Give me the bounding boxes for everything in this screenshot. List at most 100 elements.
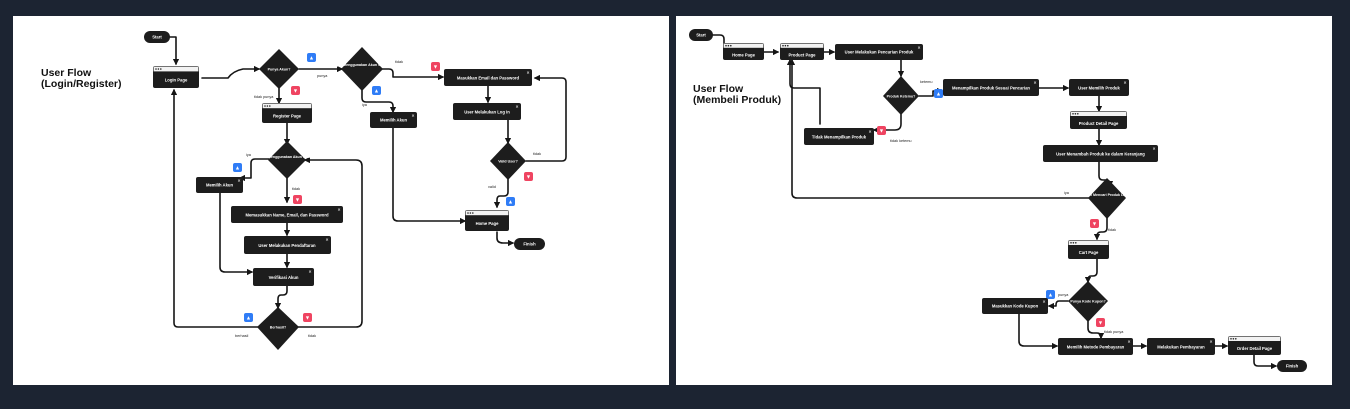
svg-text:Masukkan Email dan Password: Masukkan Email dan Password xyxy=(457,76,520,81)
svg-text:Product Detail Page: Product Detail Page xyxy=(1079,121,1119,126)
tidak-menampilkan-node: ✕ Tidak Menampilkan Produk xyxy=(804,128,874,145)
close-icon: ✕ xyxy=(1042,299,1045,304)
thumbs-up-icon: ▲ xyxy=(1048,292,1053,298)
close-icon: ✕ xyxy=(308,269,311,274)
thumbs-up-icon: ▲ xyxy=(309,55,314,61)
user-menambah-node: ✕ User Menambah Produk ke dalam Keranjan… xyxy=(1043,145,1158,162)
svg-text:Finish: Finish xyxy=(523,242,536,247)
svg-text:Valid User?: Valid User? xyxy=(498,159,518,163)
svg-text:Register Page: Register Page xyxy=(273,114,302,119)
svg-text:Berhasil?: Berhasil? xyxy=(270,325,286,329)
verifikasi-akun-node: ✕ Verifikasi Akun xyxy=(253,268,314,286)
close-icon: ✕ xyxy=(917,45,920,50)
edge-label: tidak xyxy=(1108,228,1116,232)
user-login-node: ✕ User Melakukan Log In xyxy=(453,103,521,120)
close-icon: ✕ xyxy=(337,207,340,212)
thumbs-up-icon: ▲ xyxy=(936,91,941,97)
svg-text:Produk Ketemu?: Produk Ketemu? xyxy=(887,94,916,98)
svg-text:Start: Start xyxy=(152,35,162,40)
edge-label: tidak punya xyxy=(1104,330,1124,334)
close-icon: ✕ xyxy=(526,70,529,75)
svg-text:Memasukkan Name, Email, dan Pa: Memasukkan Name, Email, dan Password xyxy=(245,213,329,218)
user-memilih-node: ✕ User Memilih Produk xyxy=(1069,79,1129,96)
like-badge: ▲ xyxy=(233,163,242,172)
close-icon: ✕ xyxy=(1127,339,1130,344)
home-page-node: Home Page xyxy=(465,210,509,231)
product-page-node: Product Page xyxy=(780,43,824,60)
like-badge: ▲ xyxy=(244,313,253,322)
berhasil-decision: Berhasil? xyxy=(257,307,299,350)
edge-label: ketemu xyxy=(920,80,932,84)
svg-text:Home Page: Home Page xyxy=(476,221,499,226)
dislike-badge: ▼ xyxy=(1090,219,1099,228)
cart-page-node: Cart Page xyxy=(1068,240,1109,259)
masukkan-email-node: ✕ Masukkan Email dan Password xyxy=(444,69,532,86)
edge-label: iya xyxy=(246,153,252,157)
thumbs-down-icon: ▼ xyxy=(293,88,298,94)
svg-text:User Melakukan Pendaftaran: User Melakukan Pendaftaran xyxy=(258,243,316,248)
svg-text:Menampilkan Produk Sesuai Penc: Menampilkan Produk Sesuai Pencarian xyxy=(952,86,1030,91)
flow-title-line2: (Membeli Produk) xyxy=(693,94,781,106)
svg-text:User Melakukan Log In: User Melakukan Log In xyxy=(464,110,510,115)
edge-label: tidak xyxy=(395,60,403,64)
edge-label: berhasil xyxy=(235,334,248,338)
flow-title-line1: User Flow xyxy=(41,67,92,79)
thumbs-down-icon: ▼ xyxy=(1092,221,1097,227)
user-pendaftaran-node: ✕ User Melakukan Pendaftaran xyxy=(244,236,331,254)
svg-text:Punya Kode Kupon?: Punya Kode Kupon? xyxy=(1070,299,1105,303)
memasukkan-name-node: ✕ Memasukkan Name, Email, dan Password xyxy=(231,206,343,223)
svg-text:Daftar Menggunakan Akun Google: Daftar Menggunakan Akun Google? xyxy=(257,155,318,159)
thumbs-up-icon: ▲ xyxy=(235,165,240,171)
flow-title-line1: User Flow xyxy=(693,83,744,95)
window-dots xyxy=(1072,113,1079,115)
membeli-produk-diagram: User Flow (Membeli Produk) Start Home Pa… xyxy=(689,29,1307,372)
order-detail-node: Order Detail Page xyxy=(1228,336,1281,355)
dislike-badge: ▼ xyxy=(293,195,302,204)
edge-label: tidak xyxy=(292,187,300,191)
svg-text:User Melakukan Pencarian Produ: User Melakukan Pencarian Produk xyxy=(845,50,914,55)
close-icon: ✕ xyxy=(1123,80,1126,85)
dislike-badge: ▼ xyxy=(303,313,312,322)
svg-text:Home Page: Home Page xyxy=(732,53,755,58)
memilih-akun-login-node: ✕ Memilih Akun xyxy=(370,112,417,128)
menampilkan-produk-node: ✕ Menampilkan Produk Sesuai Pencarian xyxy=(943,79,1039,96)
close-icon: ✕ xyxy=(237,178,240,183)
svg-text:Cart Page: Cart Page xyxy=(1079,250,1099,255)
membeli-produk-flow-panel: User Flow (Membeli Produk) Start Home Pa… xyxy=(676,16,1332,385)
window-dots xyxy=(725,44,732,47)
close-icon: ✕ xyxy=(515,104,518,109)
svg-text:Melakukan Pembayaran: Melakukan Pembayaran xyxy=(1157,345,1205,350)
svg-text:Ingin Mencari Produk Lain?: Ingin Mencari Produk Lain? xyxy=(1083,193,1130,197)
close-icon: ✕ xyxy=(1152,146,1155,151)
edge-label: tidak ketemu xyxy=(890,139,912,143)
window-dots xyxy=(1070,242,1077,244)
close-icon: ✕ xyxy=(1033,80,1036,85)
masukkan-kode-node: ✕ Masukkan Kode Kupon xyxy=(982,298,1048,314)
register-page-node: Register Page xyxy=(262,103,312,123)
ingin-mencari-decision: Ingin Mencari Produk Lain? xyxy=(1083,178,1131,219)
valid-user-decision: Valid User? xyxy=(490,142,526,180)
like-badge: ▲ xyxy=(1046,290,1055,299)
like-badge: ▲ xyxy=(372,86,381,95)
svg-text:Product Page: Product Page xyxy=(789,53,817,58)
edge-label: iya xyxy=(362,103,368,107)
svg-text:Memilih Akun: Memilih Akun xyxy=(206,183,234,188)
svg-text:User Menambah Produk ke dalam: User Menambah Produk ke dalam Keranjang xyxy=(1056,152,1145,157)
thumbs-down-icon: ▼ xyxy=(295,197,300,203)
login-register-diagram: User Flow (Login/Register) Start Login P… xyxy=(41,31,567,350)
thumbs-down-icon: ▼ xyxy=(879,128,884,134)
window-dots xyxy=(782,44,789,47)
home-page-node: Home Page xyxy=(723,43,764,60)
close-icon: ✕ xyxy=(411,113,414,118)
memilih-metode-node: ✕ Memilih Metode Pembayaran xyxy=(1058,338,1133,355)
svg-text:Order Detail Page: Order Detail Page xyxy=(1237,346,1273,351)
close-icon: ✕ xyxy=(325,237,328,242)
svg-text:Punya Akun?: Punya Akun? xyxy=(268,67,291,71)
user-pencarian-node: ✕ User Melakukan Pencarian Produk xyxy=(835,44,923,60)
svg-text:Tidak Menampilkan Produk: Tidak Menampilkan Produk xyxy=(812,135,867,140)
product-detail-node: Product Detail Page xyxy=(1070,111,1127,129)
edge-label: punya xyxy=(317,74,328,78)
thumbs-up-icon: ▲ xyxy=(374,88,379,94)
like-badge: ▲ xyxy=(506,197,515,206)
thumbs-up-icon: ▲ xyxy=(508,199,513,205)
